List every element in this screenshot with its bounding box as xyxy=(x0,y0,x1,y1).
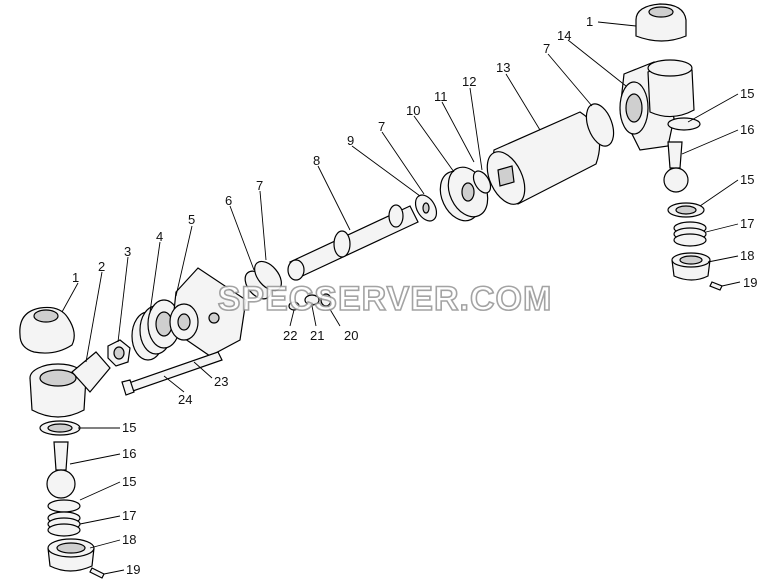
right-seal-ring-15 xyxy=(667,117,701,131)
piston-rod-8 xyxy=(287,204,419,281)
callout-1-right: 1 xyxy=(586,14,593,29)
watermark-text: SPECSERVER.COM xyxy=(218,280,553,318)
left-cap-18 xyxy=(47,538,95,572)
callout-7-b: 7 xyxy=(378,119,385,134)
bolt xyxy=(121,351,223,396)
left-dust-boot xyxy=(19,306,75,354)
callout-labels: 1 2 3 4 5 6 7 8 9 7 10 11 12 13 7 14 1 1… xyxy=(72,14,757,577)
callout-23: 23 xyxy=(214,374,228,389)
callout-19-left: 19 xyxy=(126,562,140,577)
callout-10: 10 xyxy=(406,103,420,118)
right-dust-boot xyxy=(635,3,687,42)
callout-1-left: 1 xyxy=(72,270,79,285)
callout-22: 22 xyxy=(283,328,297,343)
callout-15-left-a: 15 xyxy=(122,420,136,435)
callout-6: 6 xyxy=(225,193,232,208)
callout-24: 24 xyxy=(178,392,192,407)
callout-14: 14 xyxy=(557,28,571,43)
left-spring-17 xyxy=(47,511,81,537)
callout-19-right: 19 xyxy=(743,275,757,290)
callout-13: 13 xyxy=(496,60,510,75)
callout-17-right: 17 xyxy=(740,216,754,231)
left-nut xyxy=(107,339,131,367)
o-ring-7-left xyxy=(254,260,282,292)
small-parts-20-21-22 xyxy=(288,293,332,311)
right-flange-housing-14 xyxy=(619,59,695,151)
left-seal-ring-15b xyxy=(47,499,81,513)
o-ring-7-right xyxy=(585,103,615,147)
callout-7-c: 7 xyxy=(543,41,550,56)
callout-8: 8 xyxy=(313,153,320,168)
callout-18-right: 18 xyxy=(740,248,754,263)
callout-21: 21 xyxy=(310,328,324,343)
valve-body xyxy=(169,267,247,357)
left-housing xyxy=(29,351,111,418)
callout-15-left-b: 15 xyxy=(122,474,136,489)
callout-5: 5 xyxy=(188,212,195,227)
callout-16-right: 16 xyxy=(740,122,754,137)
left-ball-pin xyxy=(46,441,76,499)
callout-7-a: 7 xyxy=(256,178,263,193)
callout-9: 9 xyxy=(347,133,354,148)
left-pin-19 xyxy=(89,567,105,579)
cylinder-13 xyxy=(486,111,601,205)
callout-15-right-a: 15 xyxy=(740,86,754,101)
leader-lines xyxy=(61,21,741,575)
callout-3: 3 xyxy=(124,244,131,259)
right-pin-19 xyxy=(709,281,723,291)
callout-2: 2 xyxy=(98,259,105,274)
right-cap-18 xyxy=(671,252,711,281)
callout-20: 20 xyxy=(344,328,358,343)
right-spring-17 xyxy=(673,221,707,247)
callout-11: 11 xyxy=(434,89,448,104)
right-ball-pin xyxy=(663,141,689,193)
callout-17-left: 17 xyxy=(122,508,136,523)
ring-12 xyxy=(472,170,492,194)
right-seal-ring-15b xyxy=(667,202,705,218)
callout-18-left: 18 xyxy=(122,532,136,547)
callout-4: 4 xyxy=(156,229,163,244)
callout-15-right-b: 15 xyxy=(740,172,754,187)
left-seal-ring-15 xyxy=(39,420,81,436)
washer-9 xyxy=(414,194,438,222)
callout-16-left: 16 xyxy=(122,446,136,461)
piston-10 xyxy=(439,166,489,222)
callout-12: 12 xyxy=(462,74,476,89)
